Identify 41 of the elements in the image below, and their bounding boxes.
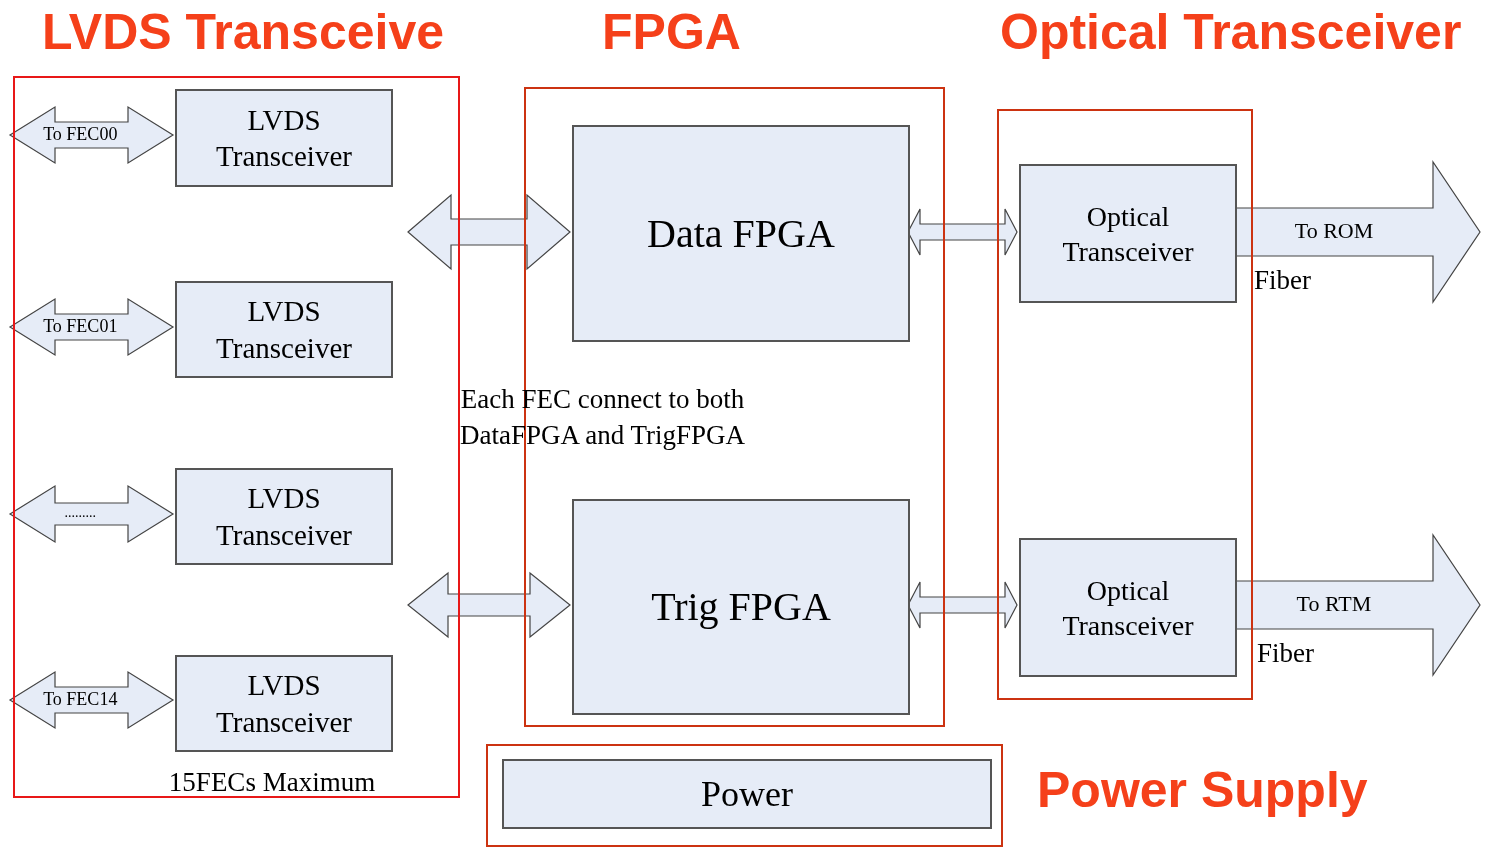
group-heading: Optical Transceiver — [1000, 4, 1462, 60]
block-arrow — [8, 105, 175, 165]
edge-label: ......... — [63, 506, 97, 521]
box-label: Power — [700, 772, 794, 816]
box-label: LVDS Transceiver — [215, 668, 353, 740]
process-box — [1019, 164, 1237, 303]
note-text: Fiber — [1254, 264, 1312, 297]
edge-label: To ROM — [1293, 219, 1375, 242]
group-heading: FPGA — [602, 4, 741, 60]
group-note: 15FECs Maximum — [167, 766, 377, 798]
process-box — [1019, 538, 1237, 677]
process-box — [175, 281, 393, 378]
box-label: Optical Transceiver — [1061, 573, 1195, 643]
edge-label: To FEC14 — [42, 690, 119, 709]
box-label: LVDS Transceiver — [215, 102, 353, 174]
process-box — [572, 499, 910, 715]
box-label: Data FPGA — [646, 209, 836, 258]
process-box — [572, 125, 910, 342]
edge-label: To RTM — [1295, 592, 1373, 615]
edge-label: To FEC01 — [42, 317, 119, 336]
block-arrow — [407, 193, 571, 271]
box-label: Optical Transceiver — [1061, 199, 1195, 269]
box-label: LVDS Transceiver — [215, 294, 353, 366]
block-arrow — [907, 581, 1018, 629]
block-arrow — [8, 484, 175, 544]
block-arrow — [907, 208, 1018, 256]
box-label: LVDS Transceiver — [215, 481, 353, 553]
block-arrow — [8, 297, 175, 357]
group-heading: LVDS Transceive — [42, 4, 445, 60]
block-arrow — [407, 571, 571, 639]
process-box — [502, 759, 992, 829]
process-box — [175, 89, 393, 187]
process-box — [175, 468, 393, 565]
note-text: Fiber — [1257, 637, 1315, 670]
process-box — [175, 655, 393, 752]
group-heading: Power Supply — [1037, 762, 1368, 818]
box-label: Trig FPGA — [650, 583, 832, 631]
block-arrow — [8, 670, 175, 730]
edge-label: To FEC00 — [42, 125, 119, 144]
block-arrow — [1234, 160, 1481, 304]
block-arrow — [1234, 533, 1481, 677]
